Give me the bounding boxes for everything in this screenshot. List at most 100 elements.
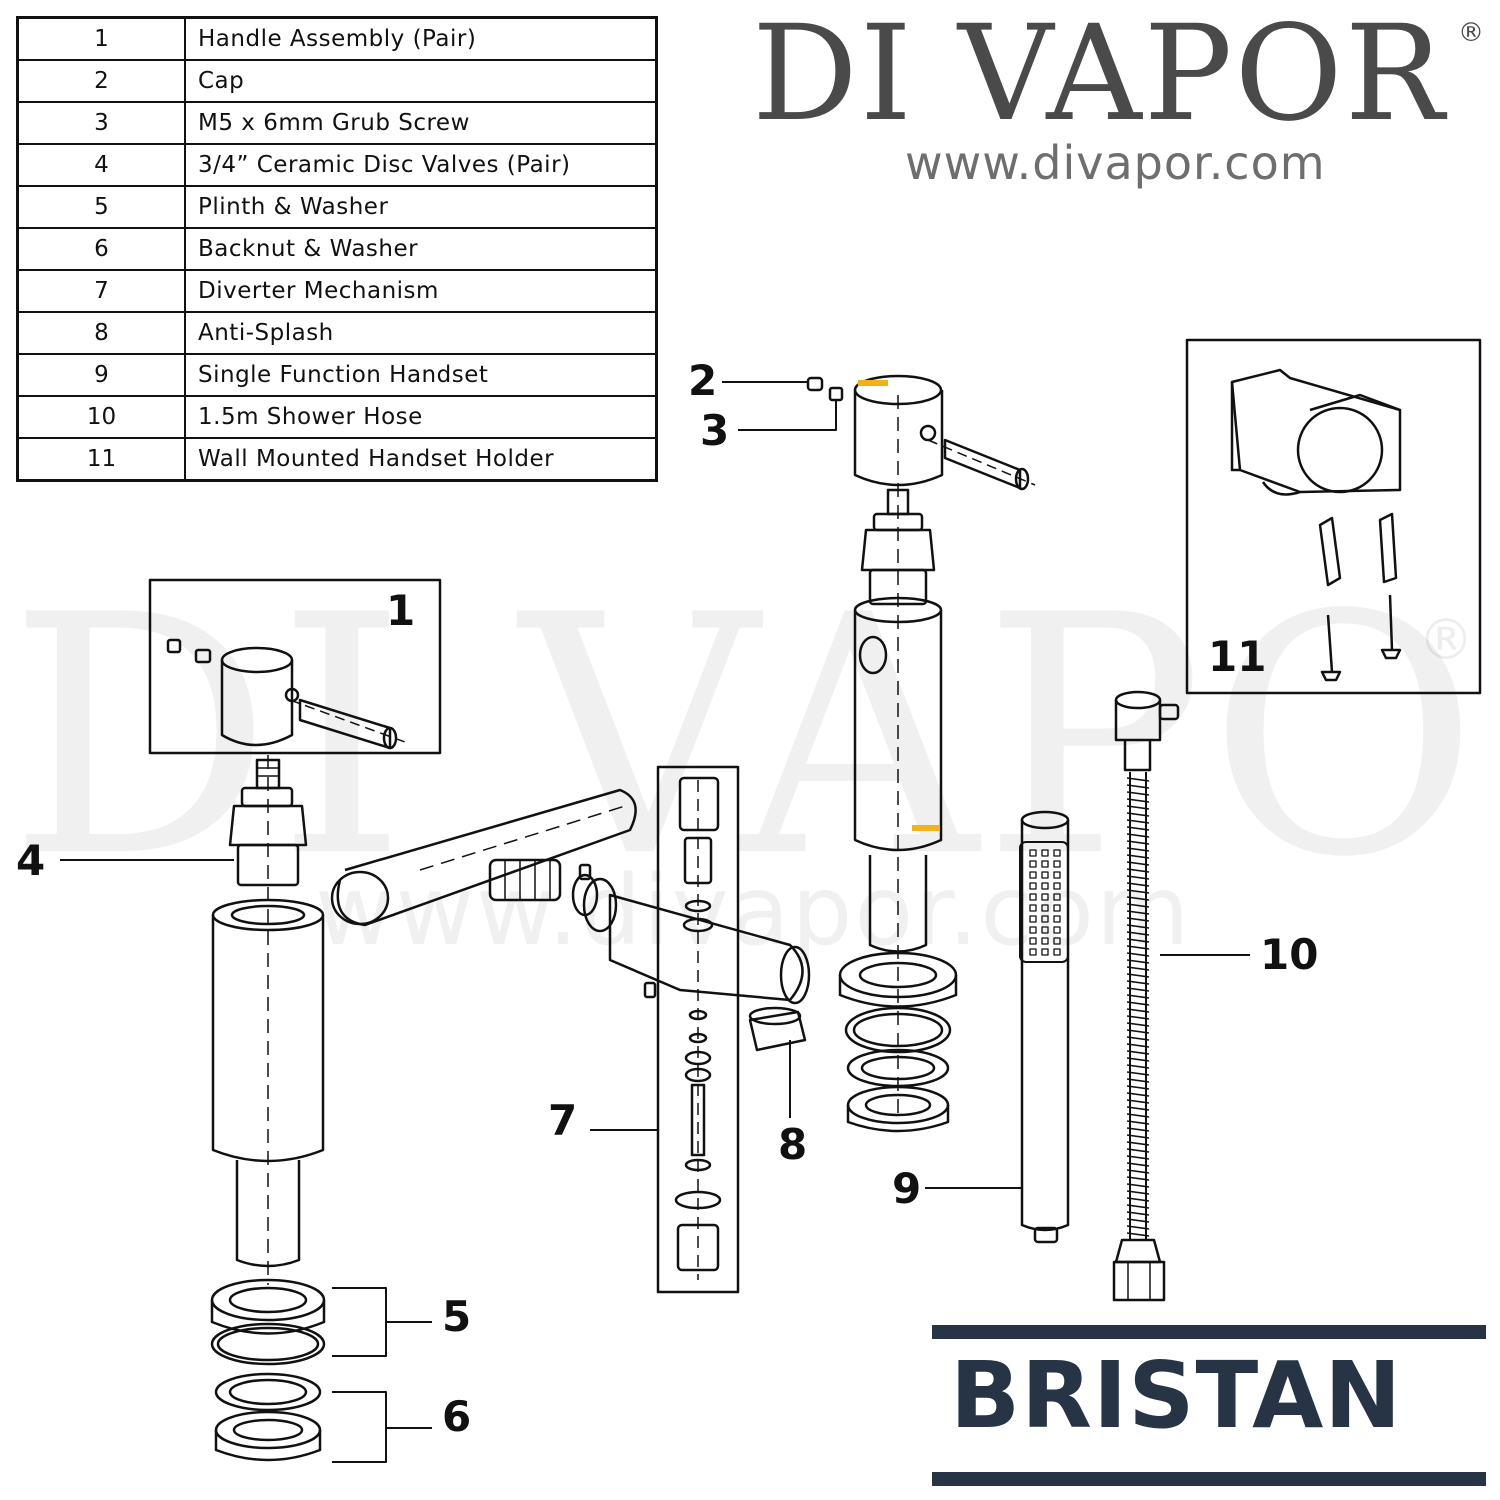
callout-9: 9	[892, 1164, 922, 1213]
grub-screw-drawing	[828, 386, 844, 402]
hose-corrugation	[1126, 1008, 1150, 1013]
hose-corrugation	[1126, 910, 1150, 915]
brand-marking-top	[858, 380, 888, 386]
hose-corrugation	[1126, 1001, 1150, 1006]
part-number: 2	[16, 59, 186, 103]
hose-corrugation	[1126, 1183, 1150, 1188]
handset-nozzle	[1041, 860, 1049, 868]
part-description: Diverter Mechanism	[184, 269, 658, 313]
hose-corrugation	[1126, 868, 1150, 873]
right-plinth-backnut-drawing	[838, 951, 958, 1133]
bracket-5	[332, 1287, 432, 1357]
hose-corrugation	[1126, 1134, 1150, 1139]
handset-nozzle	[1041, 871, 1049, 879]
hose-corrugation	[1126, 1029, 1150, 1034]
handset-nozzle	[1041, 893, 1049, 901]
handset-nozzle	[1041, 937, 1049, 945]
handset-nozzle	[1029, 860, 1037, 868]
hose-corrugation	[1126, 1015, 1150, 1020]
handset-nozzle	[1053, 882, 1061, 890]
part-description: Plinth & Washer	[184, 185, 658, 229]
handset-nozzle	[1053, 904, 1061, 912]
hose-corrugation	[1126, 1211, 1150, 1216]
handset-nozzle	[1029, 926, 1037, 934]
hose-corrugation	[1126, 1232, 1150, 1237]
part-number: 10	[16, 395, 186, 439]
part-number: 4	[16, 143, 186, 187]
callout-1: 1	[386, 586, 416, 635]
handset-nozzle	[1053, 926, 1061, 934]
right-tap-body-drawing	[853, 596, 943, 953]
callout-10: 10	[1260, 930, 1319, 979]
diverter-inset-frame	[656, 765, 740, 1294]
hose-corrugation	[1126, 882, 1150, 887]
hose-corrugation	[1126, 973, 1150, 978]
brand-logo: DI VAPOR	[752, 0, 1447, 151]
hose-corrugation	[1126, 889, 1150, 894]
handset-nozzle	[1041, 926, 1049, 934]
diverter-mechanism-drawing	[674, 776, 722, 1280]
hose-corrugation	[1126, 1218, 1150, 1223]
leader-3	[738, 400, 837, 431]
handset-nozzle	[1053, 893, 1061, 901]
hose-corrugation	[1126, 798, 1150, 803]
hose-corrugation	[1126, 1162, 1150, 1167]
spout-drawing	[330, 788, 811, 1005]
part-description: Wall Mounted Handset Holder	[184, 437, 658, 482]
part-number: 11	[16, 437, 186, 482]
plinth-and-washer-drawing	[210, 1278, 326, 1366]
handset-nozzle	[1053, 915, 1061, 923]
hose-corrugation	[1126, 854, 1150, 859]
handset-nozzle	[1029, 893, 1037, 901]
hose-corrugation	[1126, 1155, 1150, 1160]
hose-corrugation	[1126, 966, 1150, 971]
handset-nozzle	[1041, 948, 1049, 956]
callout-3: 3	[700, 406, 730, 455]
part-number: 3	[16, 101, 186, 145]
handle-assembly-inset-frame	[148, 578, 442, 755]
handset-nozzle	[1029, 948, 1037, 956]
hose-corrugation	[1126, 1078, 1150, 1083]
hose-corrugation	[1126, 1190, 1150, 1195]
hose-corrugation	[1126, 1022, 1150, 1027]
hose-corrugation	[1126, 959, 1150, 964]
hose-corrugation	[1126, 1064, 1150, 1069]
hose-corrugation	[1126, 1099, 1150, 1104]
hose-corrugation	[1126, 875, 1150, 880]
ceramic-disc-valve-drawing	[228, 758, 308, 887]
hose-corrugation	[1126, 1036, 1150, 1041]
bracket-6	[332, 1391, 432, 1463]
part-number: 9	[16, 353, 186, 397]
hose-corrugation	[1126, 1113, 1150, 1118]
part-number: 6	[16, 227, 186, 271]
hose-corrugation	[1126, 1120, 1150, 1125]
hose-corrugation	[1126, 1043, 1150, 1048]
hose-corrugation	[1126, 791, 1150, 796]
hose-corrugation	[1126, 1071, 1150, 1076]
hose-corrugation	[1126, 938, 1150, 943]
manufacturer-bar-top	[932, 1325, 1486, 1339]
hose-corrugation	[1126, 987, 1150, 992]
handset-nozzle-grid	[1019, 841, 1069, 963]
single-function-handset-drawing	[1019, 810, 1070, 1244]
part-description: M5 x 6mm Grub Screw	[184, 101, 658, 145]
anti-splash-drawing	[748, 1006, 807, 1052]
hose-corrugation	[1126, 896, 1150, 901]
right-handle-drawing	[853, 374, 1036, 491]
hose-corrugation	[1126, 805, 1150, 810]
hose-corrugation	[1126, 1169, 1150, 1174]
handset-nozzle	[1029, 904, 1037, 912]
watermark-registered-mark: ®	[1418, 608, 1474, 673]
hose-corrugation	[1126, 994, 1150, 999]
part-description: Backnut & Washer	[184, 227, 658, 271]
part-description: 1.5m Shower Hose	[184, 395, 658, 439]
manufacturer-bar-bottom	[932, 1472, 1486, 1486]
wall-handset-holder-drawing	[1230, 368, 1402, 682]
handset-nozzle	[1053, 871, 1061, 879]
hose-corrugation	[1126, 917, 1150, 922]
